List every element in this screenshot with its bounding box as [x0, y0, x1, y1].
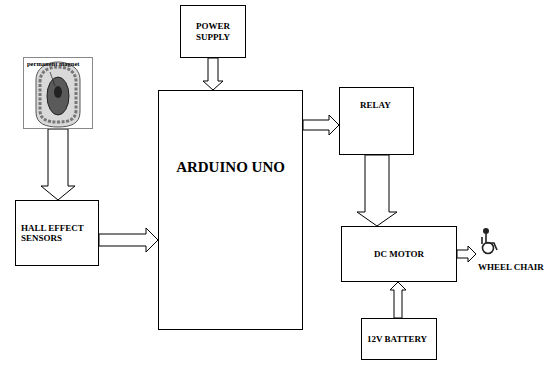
- backrest-shape: [481, 237, 483, 244]
- node-label: permanent magnet: [27, 60, 80, 67]
- node-label: WHEEL CHAIR: [478, 262, 544, 272]
- block-arrow: [357, 155, 397, 226]
- teeth-illustration: [36, 62, 80, 127]
- sensor-box: HALL EFFECT SENSORS: [15, 200, 99, 266]
- node-label: POWER SUPPLY: [184, 21, 242, 42]
- leader-line: [50, 72, 55, 86]
- power-box: POWER SUPPLY: [180, 5, 246, 58]
- controller-box: ARDUINO UNO: [158, 90, 303, 330]
- node-label: DC MOTOR: [374, 249, 424, 259]
- block-arrow: [99, 228, 158, 252]
- block-arrow: [457, 246, 476, 262]
- jaw-shape: [36, 62, 80, 127]
- node-label: HALL EFFECT SENSORS: [21, 223, 94, 244]
- magnet-picture-box: permanent magnet: [23, 57, 93, 129]
- tooth-row: [40, 67, 76, 122]
- magnet-shape: [54, 86, 62, 98]
- node-label: RELAY: [360, 100, 391, 110]
- block-arrow: [41, 129, 75, 200]
- relay-box: RELAY: [339, 87, 414, 155]
- block-arrow: [303, 115, 339, 135]
- battery-box: 12V BATTERY: [361, 318, 437, 360]
- node-label: ARDUINO UNO: [176, 159, 285, 176]
- node-label: 12V BATTERY: [367, 334, 427, 344]
- block-arrow: [203, 58, 223, 90]
- block-arrow: [390, 282, 406, 318]
- motor-box: DC MOTOR: [341, 226, 457, 282]
- head-shape: [484, 229, 488, 233]
- wheelchair-icon: [482, 229, 497, 254]
- wheelchair-box: WHEEL CHAIR: [476, 226, 550, 276]
- tongue-shape: [47, 77, 69, 115]
- wheel-shape: [483, 243, 494, 254]
